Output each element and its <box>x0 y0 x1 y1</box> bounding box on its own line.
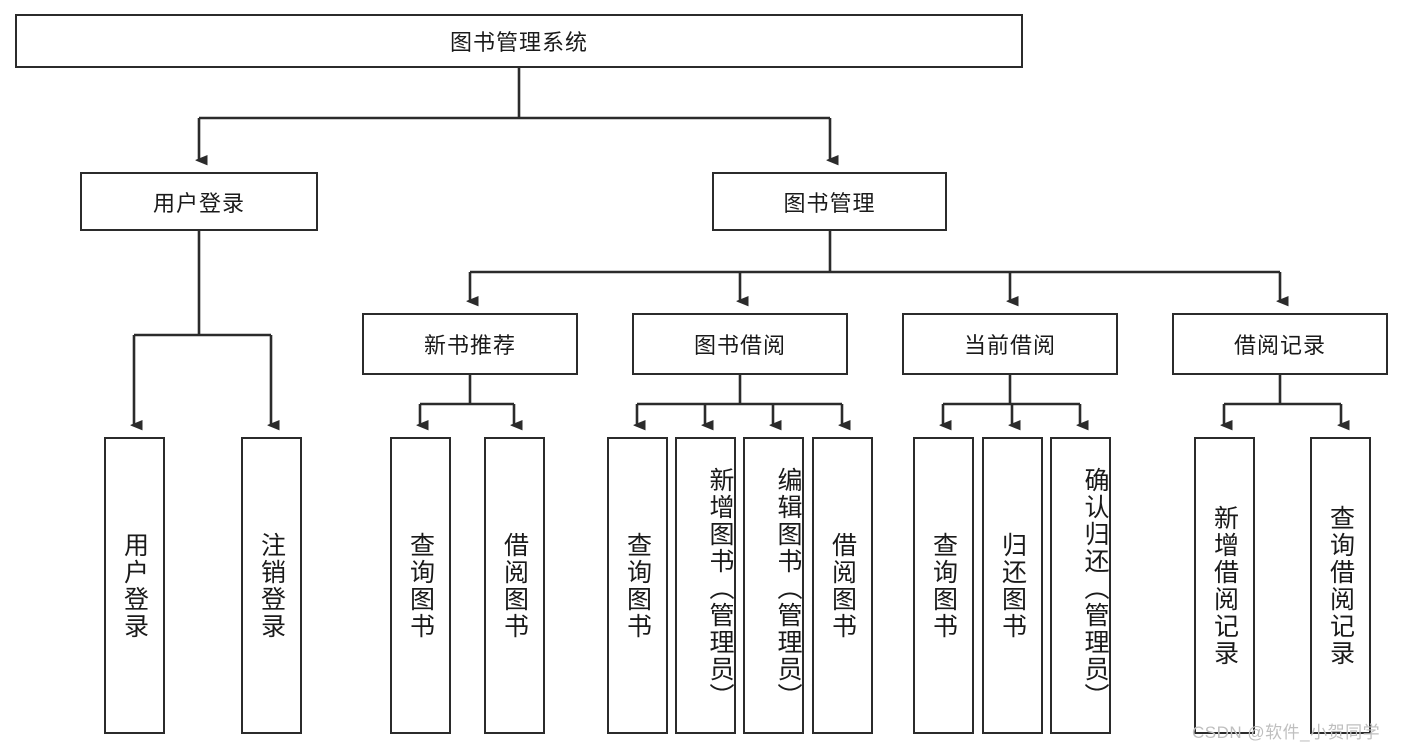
node-leaf-borrow-book-1[interactable]: 借阅图书 <box>484 437 545 734</box>
node-borrow-record[interactable]: 借阅记录 <box>1172 313 1388 375</box>
node-new-book-recommend[interactable]: 新书推荐 <box>362 313 578 375</box>
node-leaf-borrow-book-2[interactable]: 借阅图书 <box>812 437 873 734</box>
node-root[interactable]: 图书管理系统 <box>15 14 1023 68</box>
node-leaf-edit-book[interactable]: 编辑图书（管理员） <box>743 437 804 734</box>
node-leaf-query-book-2[interactable]: 查询图书 <box>607 437 668 734</box>
node-leaf-confirm-return[interactable]: 确认归还（管理员） <box>1050 437 1111 734</box>
node-leaf-query-book-1[interactable]: 查询图书 <box>390 437 451 734</box>
node-leaf-add-borrow-record[interactable]: 新增借阅记录 <box>1194 437 1255 734</box>
csdn-watermark: CSDN @软件_小贺同学 <box>1192 723 1381 742</box>
node-book-borrow[interactable]: 图书借阅 <box>632 313 848 375</box>
node-user-login[interactable]: 用户登录 <box>80 172 318 231</box>
node-leaf-logout-login[interactable]: 注销登录 <box>241 437 302 734</box>
node-leaf-query-book-3[interactable]: 查询图书 <box>913 437 974 734</box>
node-leaf-user-login[interactable]: 用户登录 <box>104 437 165 734</box>
node-leaf-query-borrow-record[interactable]: 查询借阅记录 <box>1310 437 1371 734</box>
node-leaf-add-book[interactable]: 新增图书（管理员） <box>675 437 736 734</box>
node-leaf-return-book[interactable]: 归还图书 <box>982 437 1043 734</box>
node-current-borrow[interactable]: 当前借阅 <box>902 313 1118 375</box>
node-book-manage[interactable]: 图书管理 <box>712 172 947 231</box>
